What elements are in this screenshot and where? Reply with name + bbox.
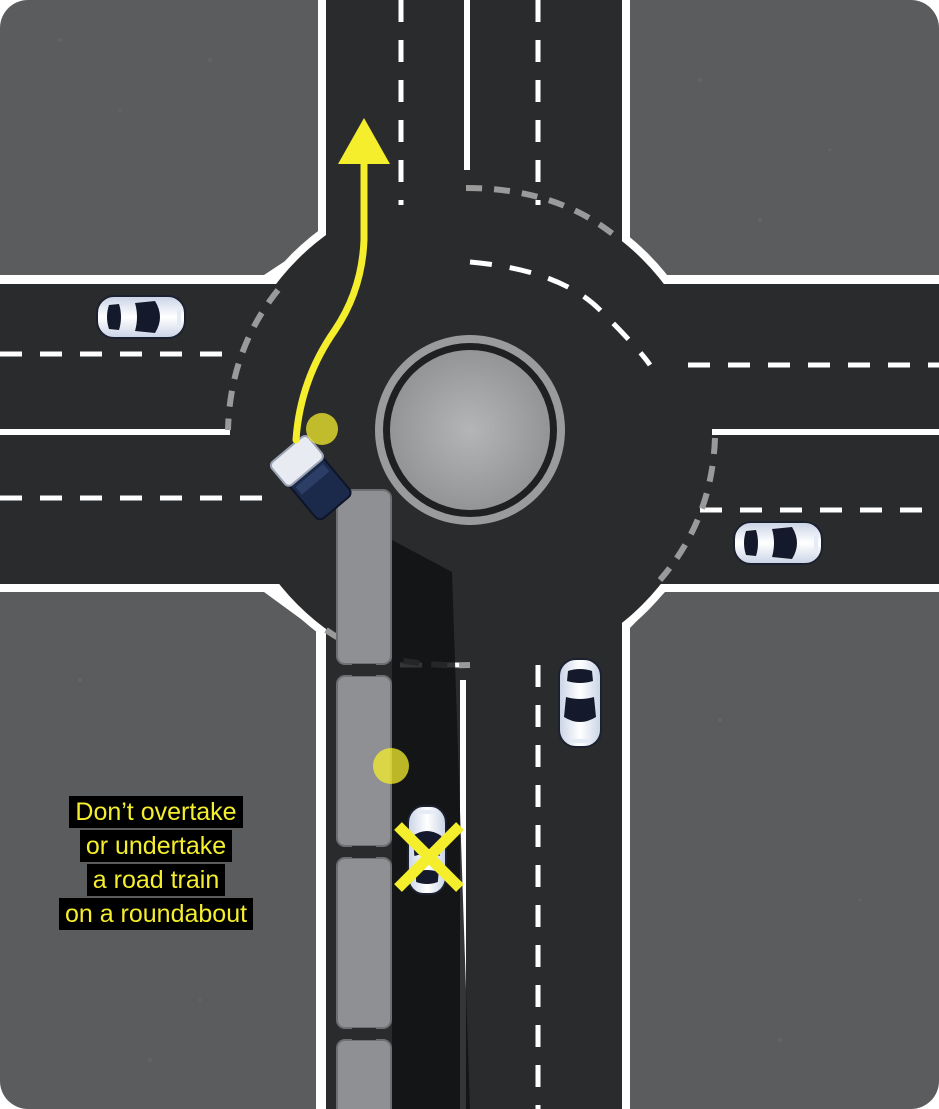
trailer-1 xyxy=(336,489,392,665)
road-train xyxy=(336,489,392,1109)
yellow-dot-icon xyxy=(306,413,338,445)
truck-cab xyxy=(269,434,352,521)
trailer-3 xyxy=(336,857,392,1029)
car-west-road xyxy=(96,295,186,339)
yellow-x-cross-icon xyxy=(394,822,464,892)
warning-caption: Don’t overtake or undertake a road train… xyxy=(38,796,274,932)
central-island xyxy=(375,335,565,525)
car-south-exit xyxy=(558,658,602,748)
caption-line-4: on a roundabout xyxy=(58,898,254,930)
caption-line-1: Don’t overtake xyxy=(69,796,243,828)
yellow-arrow-path-icon xyxy=(292,118,390,444)
caption-line-2: or undertake xyxy=(79,830,233,862)
trailer-4 xyxy=(336,1039,392,1109)
car-east-road xyxy=(733,521,823,565)
yellow-dot-icon xyxy=(373,748,409,784)
caption-line-3: a road train xyxy=(86,864,226,896)
